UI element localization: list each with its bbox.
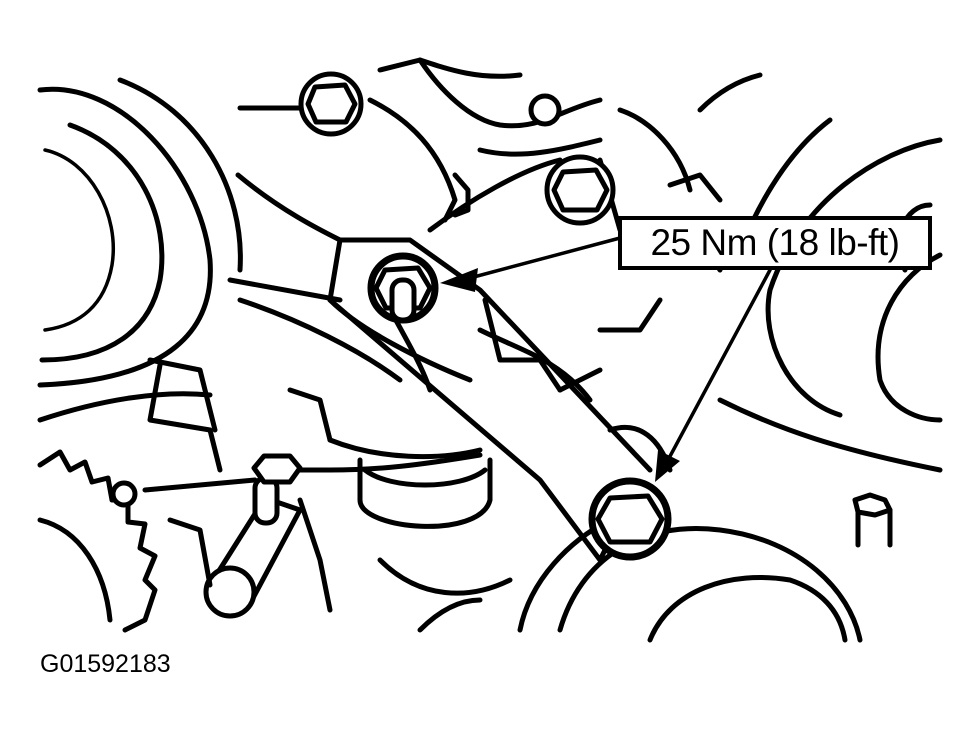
gear-pin	[110, 480, 138, 508]
torque-callout: 25 Nm (18 lb-ft)	[618, 216, 932, 270]
leader-arrow-upper	[440, 236, 622, 292]
crank-gear	[37, 449, 158, 633]
top-left-bolt	[298, 71, 364, 137]
torque-label: 25 Nm (18 lb-ft)	[650, 222, 900, 263]
arrowhead-lower	[655, 450, 680, 482]
torque-bolt-upper[interactable]	[367, 252, 439, 324]
left-pulley	[37, 77, 243, 388]
hex-nut	[251, 453, 303, 485]
top-center-bolt	[544, 154, 616, 226]
torque-bolt-lower[interactable]	[588, 477, 672, 561]
lower-left-stud	[142, 452, 483, 619]
figure-id: G01592183	[40, 650, 171, 678]
cylinder-boss	[357, 457, 513, 633]
lower-right-pulley	[517, 492, 893, 643]
small-dowel	[528, 93, 562, 127]
arrowhead-upper	[440, 268, 478, 292]
right-pulley	[697, 72, 943, 473]
leader-arrow-lower	[655, 268, 772, 482]
